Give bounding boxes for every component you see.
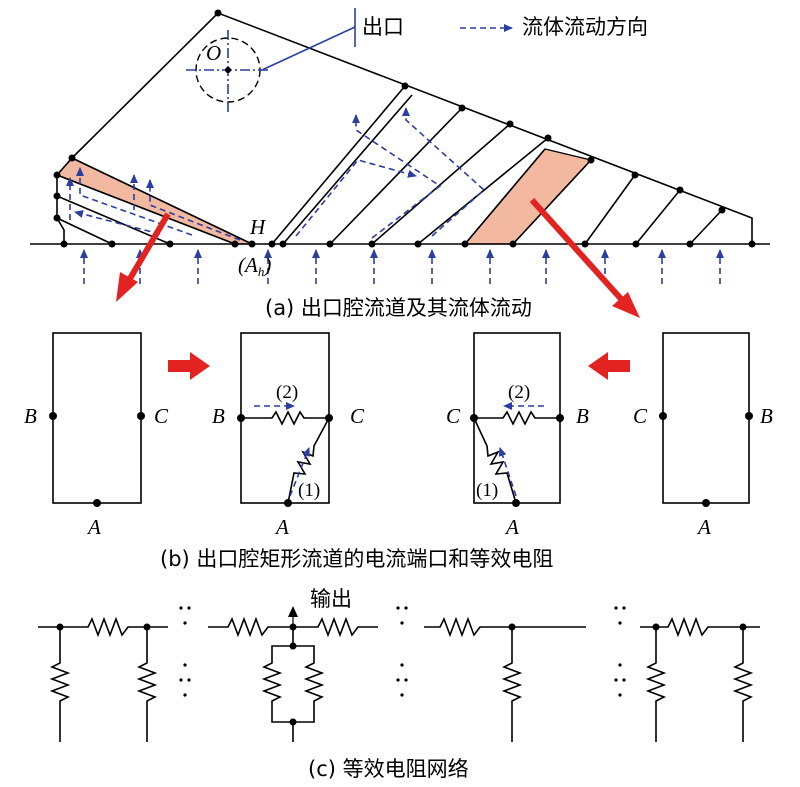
svg-text:C: C [633,404,648,428]
port-box-2: (2) (1) B C A [212,332,365,539]
legend-flow-label: 流体流动方向 [522,15,648,39]
vertex-dots [53,9,756,248]
point-ah-label: (Ah) [238,253,271,279]
svg-text:B: B [24,404,37,428]
cavity-outline [71,12,753,244]
network-section-1 [38,616,168,742]
center-label: O [206,41,221,65]
red-pointer-arrows [116,197,640,318]
highlighted-channel-right [463,148,593,245]
svg-text:C: C [446,404,461,428]
right-channel-walls [271,85,723,245]
red-arrow-left [588,352,630,380]
right-channel-flow [295,107,486,239]
panel-a: O 出口 流体流动方向 [30,8,770,320]
channel-wall-3 [56,195,171,245]
svg-text:B: B [576,404,589,428]
svg-text:A: A [274,515,289,539]
ellipsis-3 [614,606,626,697]
panel-c: 输出 (c) 等效电阻网络 [38,587,760,781]
port-box-1: B C A [24,332,169,539]
svg-text:(2): (2) [508,382,530,403]
caption-a: (a) 出口腔流道及其流体流动 [265,296,532,320]
ellipsis-1 [179,606,191,697]
svg-text:A: A [696,515,711,539]
svg-text:B: B [760,404,773,428]
output-label: 输出 [310,587,352,611]
point-h-label: H [249,215,267,239]
network-section-3 [424,616,586,742]
red-arrow-right [168,352,210,380]
left-channel-flow [66,167,241,241]
network-section-2: 输出 [208,587,378,742]
caption-c: (c) 等效电阻网络 [308,757,469,781]
svg-text:(1): (1) [298,480,320,501]
ellipsis-2 [396,606,408,697]
channel-wall-4 [56,217,113,245]
outlet-leader-line [261,26,356,71]
svg-text:(2): (2) [276,382,298,403]
svg-text:C: C [350,404,365,428]
port-box-3: (2) (1) C B A [446,332,589,539]
network-section-4 [640,616,760,742]
channel-wall-2 [56,174,236,245]
svg-text:C: C [154,404,169,428]
panel-b: B C A (2) (1) B C A [24,332,773,571]
svg-text:(1): (1) [476,480,498,501]
legend-outlet-label: 出口 [362,15,404,39]
svg-text:A: A [504,515,519,539]
inflow-arrows [80,249,724,284]
svg-text:A: A [86,515,101,539]
svg-text:(Ah): (Ah) [238,253,271,279]
port-box-4: C B A [633,332,773,539]
svg-text:B: B [212,404,225,428]
channel-wall-1 [71,157,253,245]
caption-b: (b) 出口腔矩形流道的电流端口和等效电阻 [160,547,553,571]
outlet-circle: O [186,8,356,112]
